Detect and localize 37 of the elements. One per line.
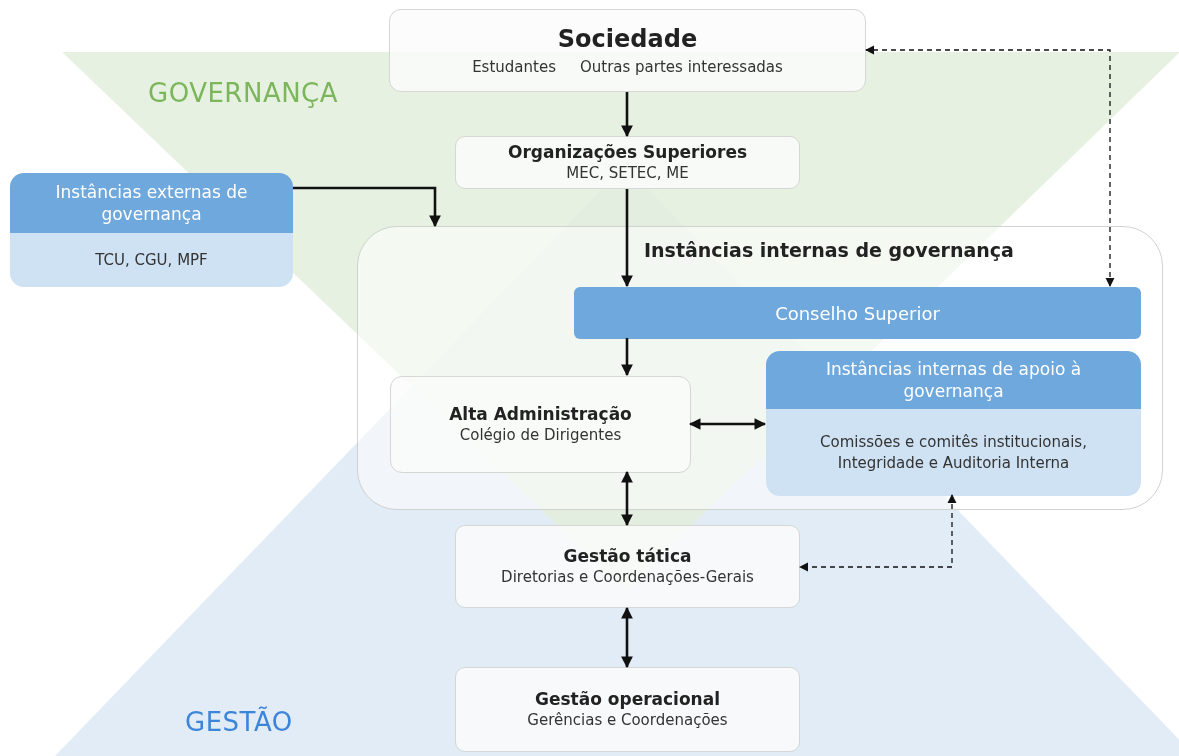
arrow [865, 45, 1115, 287]
header-bar [574, 287, 1141, 339]
card [766, 351, 1141, 496]
group-panel [357, 226, 1163, 510]
box-heading: Alta Administração [449, 403, 632, 426]
bar-text: Conselho Superior [775, 302, 940, 324]
card-body: Comissões e comitês institucionais, Integridade e Auditoria Interna [766, 409, 1141, 496]
arrow [621, 189, 633, 288]
section-label: GESTÃO [185, 707, 293, 737]
box-heading: Sociedade [557, 23, 698, 55]
group-title: Instâncias internas de governança [644, 239, 1014, 261]
box-text: Outras partes interessadas [579, 56, 783, 78]
box-text: Gerências e Coordenações [527, 710, 728, 731]
process-box [455, 667, 800, 752]
arrow [621, 92, 633, 138]
arrow [799, 494, 957, 572]
box-text: MEC, SETEC, ME [566, 163, 689, 184]
arrow [688, 418, 767, 430]
box-text: Diretorias e Coordenações-Gerais [501, 567, 754, 588]
arrow [621, 338, 633, 377]
box-text: Colégio de Dirigentes [459, 425, 622, 446]
card [10, 173, 293, 287]
process-box [455, 525, 800, 608]
arrow [621, 606, 633, 669]
box-heading: Gestão operacional [535, 688, 720, 711]
process-box [389, 9, 866, 92]
arrow [621, 470, 633, 527]
process-box [455, 136, 800, 189]
card-body: TCU, CGU, MPF [10, 233, 293, 287]
box-text: Estudantes [472, 56, 556, 78]
box-heading: Organizações Superiores [507, 141, 748, 164]
arrow [293, 186, 441, 228]
section-label: GOVERNANÇA [148, 78, 339, 108]
card-header: Instâncias internas de apoio à governança [766, 351, 1141, 409]
box-heading: Gestão tática [563, 545, 692, 568]
process-box [390, 376, 691, 473]
card-header: Instâncias externas de governança [10, 173, 293, 233]
